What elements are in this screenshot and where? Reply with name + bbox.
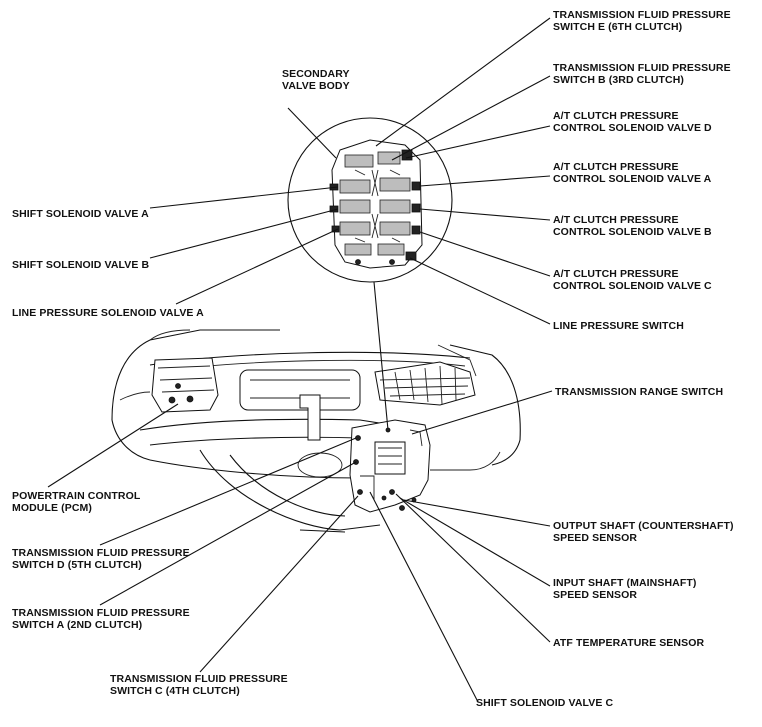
label-output-shaft: OUTPUT SHAFT (COUNTERSHAFT)SPEED SENSOR: [553, 520, 734, 544]
label-shift-sv-b: SHIFT SOLENOID VALVE B: [12, 259, 150, 271]
label-line-psv-a: LINE PRESSURE SOLENOID VALVE A: [12, 307, 204, 319]
label-input-shaft: INPUT SHAFT (MAINSHAFT)SPEED SENSOR: [553, 577, 697, 601]
label-trans-range-switch: TRANSMISSION RANGE SWITCH: [555, 386, 724, 398]
engine-parts-right: [374, 344, 477, 406]
label-line-pressure-switch: LINE PRESSURE SWITCH: [553, 320, 684, 332]
leader-lines: [47, 17, 553, 703]
label-shift-sv-c: SHIFT SOLENOID VALVE C: [476, 697, 614, 709]
pcm-module-shape: [151, 357, 219, 413]
detail-callout-circle: [287, 117, 453, 283]
detail-connector-line: [373, 281, 389, 431]
label-atf-temp: ATF TEMPERATURE SENSOR: [553, 637, 705, 649]
vehicle-outline: [111, 329, 521, 533]
label-shift-sv-a: SHIFT SOLENOID VALVE A: [12, 208, 149, 220]
transmission-assembly: [349, 419, 431, 513]
